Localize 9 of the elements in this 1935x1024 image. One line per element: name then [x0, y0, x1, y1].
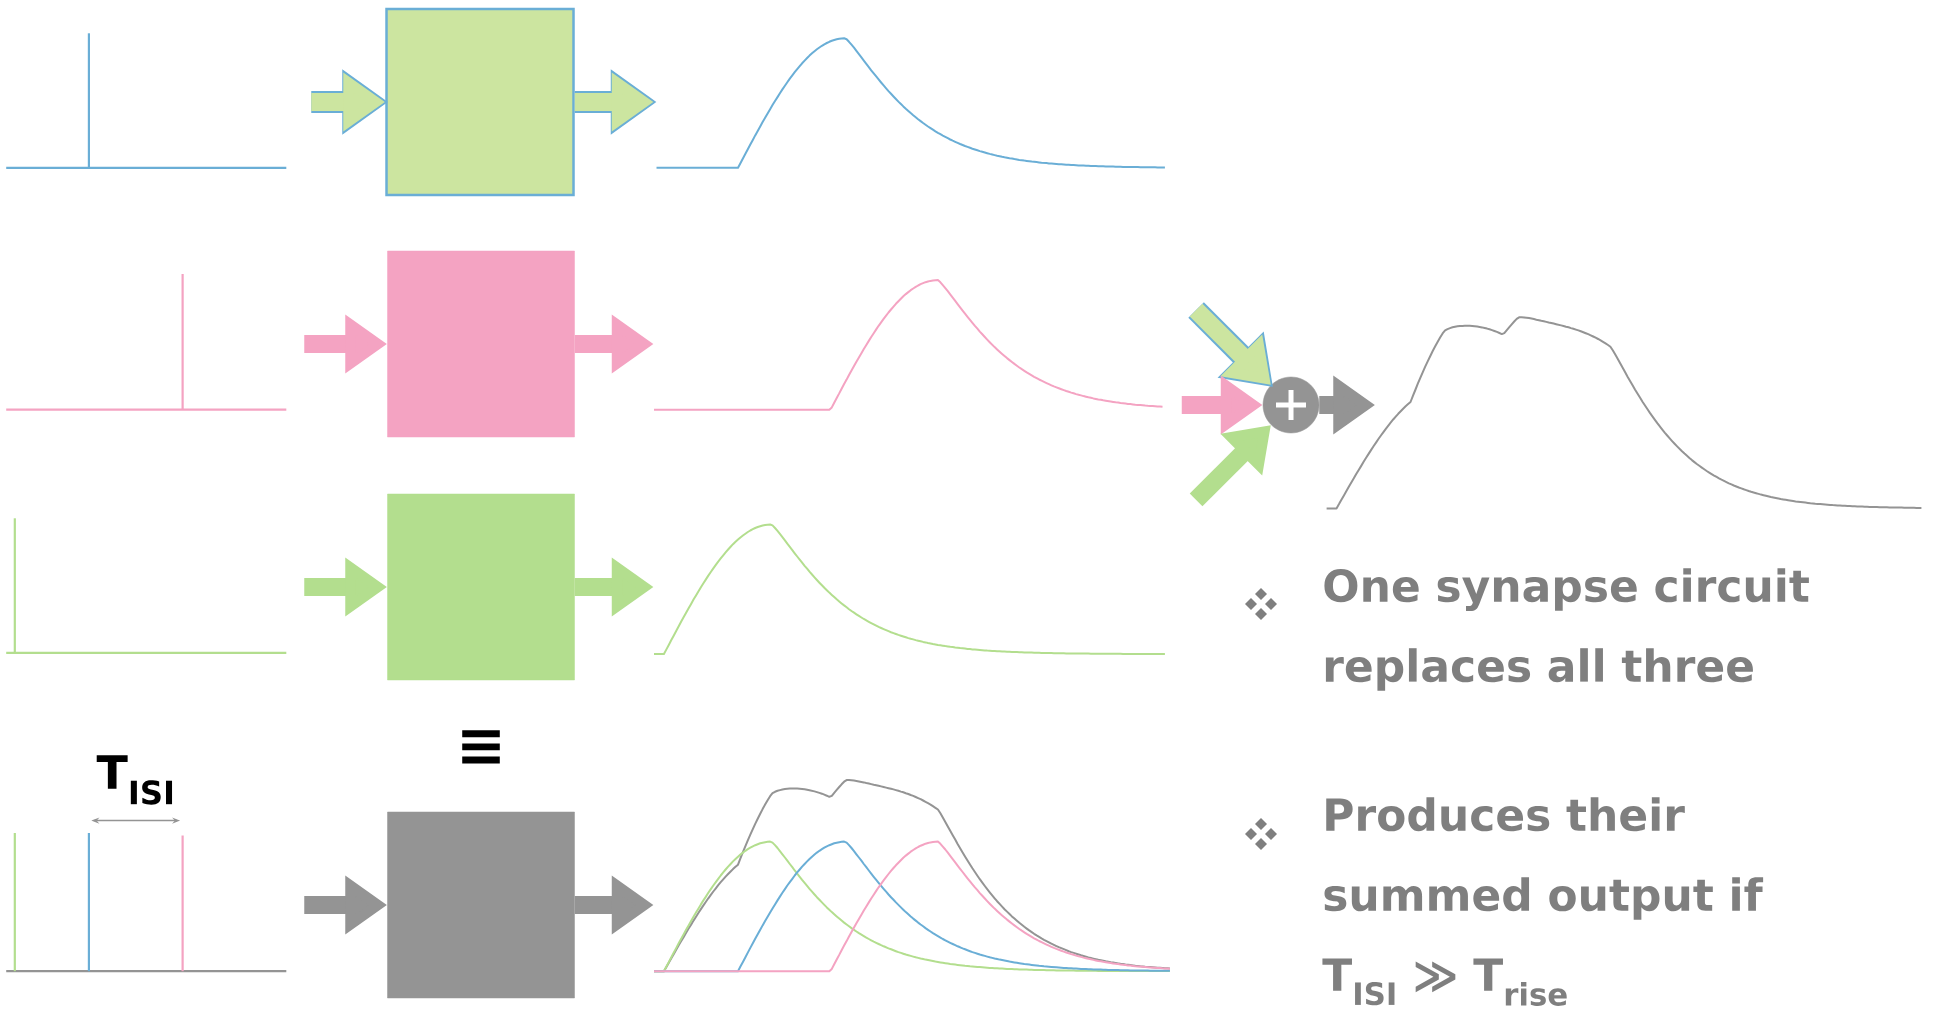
equivalence-sign: ≡: [462, 730, 500, 764]
interval-label: T$_{ISI}$: [96, 755, 173, 805]
filter-box: [387, 493, 575, 681]
filter-box: [387, 250, 575, 438]
summing-junction: [1262, 376, 1320, 434]
filter-box: [387, 811, 575, 999]
filter-box: [385, 7, 575, 197]
bullet-text: One synapse circuit replaces all three: [1324, 568, 1809, 691]
bullet-text: Produces their summed output if T$_{ISI}$ ≫ T$_{rise}$: [1322, 797, 1764, 1006]
